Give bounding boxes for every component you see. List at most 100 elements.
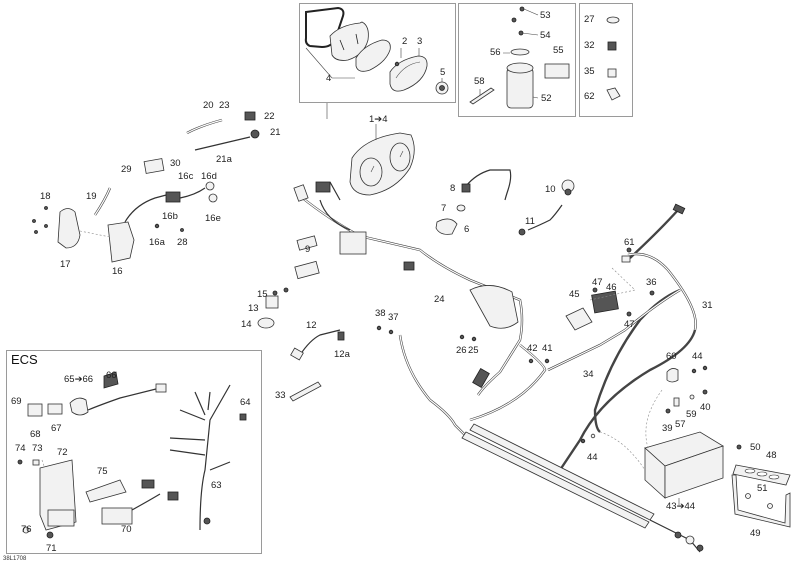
instrument-cluster [349,132,415,196]
callout-19[interactable]: 19 [86,191,97,202]
callout-61[interactable]: 61 [624,237,635,248]
callout-22[interactable]: 22 [264,111,275,122]
callout-47b[interactable]: 47 [624,319,635,330]
callout-44b[interactable]: 44 [587,452,598,463]
callout-68[interactable]: 68 [30,429,41,440]
callout-14[interactable]: 14 [241,319,252,330]
callout-57[interactable]: 57 [675,419,686,430]
callout-29[interactable]: 29 [121,164,132,175]
callout-21[interactable]: 21 [270,127,281,138]
callout-12a[interactable]: 12a [334,349,350,360]
callout-16c[interactable]: 16c [178,171,194,182]
callout-52[interactable]: 52 [541,93,552,104]
callout-47a[interactable]: 47 [592,277,603,288]
callout-51[interactable]: 51 [757,483,768,494]
tether-cord [465,169,512,201]
callout-58[interactable]: 58 [474,76,485,87]
callout-16[interactable]: 16 [112,266,123,277]
fuel-filter-canister [506,48,534,109]
callout-21a[interactable]: 21a [216,154,232,165]
callout-16d[interactable]: 16d [201,171,217,182]
leader-4 [305,47,355,79]
callout-7[interactable]: 7 [441,203,447,214]
callout-75[interactable]: 75 [97,466,108,477]
callout-70[interactable]: 70 [121,524,132,535]
sensor-13 [265,295,279,309]
callout-48[interactable]: 48 [766,450,777,461]
callout-18[interactable]: 18 [40,191,51,202]
callout-24[interactable]: 24 [434,294,445,305]
callout-34[interactable]: 34 [583,369,594,380]
callout-11[interactable]: 11 [525,216,535,227]
callout-1-4[interactable]: 1➔4 [369,114,388,125]
callout-23[interactable]: 23 [219,100,230,111]
filter-cap [510,48,530,56]
callout-59[interactable]: 59 [686,409,697,420]
callout-53[interactable]: 53 [540,10,551,21]
callout-12[interactable]: 12 [306,320,317,331]
callout-69[interactable]: 69 [11,396,22,407]
callout-43-44[interactable]: 43➔44 [666,501,696,512]
callout-56[interactable]: 56 [490,47,501,58]
callout-64[interactable]: 64 [240,397,251,408]
callout-65-66[interactable]: 65➔66 [64,374,94,385]
callout-25[interactable]: 25 [468,345,479,356]
gasket-14 [257,317,275,329]
callout-20[interactable]: 20 [203,100,214,111]
callout-9[interactable]: 9 [305,244,311,255]
ecs-title: ECS [11,352,38,367]
sensor-33 [289,381,322,402]
connector-9 [294,260,320,280]
sensor-11 [527,204,563,231]
callout-55[interactable]: 55 [553,45,564,56]
callout-15[interactable]: 15 [257,289,268,300]
callout-38[interactable]: 38 [375,308,386,319]
callout-42[interactable]: 42 [527,343,538,354]
callout-16a[interactable]: 16a [149,237,165,248]
callout-54[interactable]: 54 [540,30,551,41]
ecs-parts [17,371,247,539]
callout-44a[interactable]: 44 [692,351,703,362]
callout-46[interactable]: 46 [606,282,617,293]
callout-72[interactable]: 72 [57,447,68,458]
callout-39[interactable]: 39 [662,423,673,434]
callout-33[interactable]: 33 [275,390,286,401]
callout-8[interactable]: 8 [450,183,456,194]
callout-3[interactable]: 3 [417,36,423,47]
callout-16b[interactable]: 16b [162,211,178,222]
callout-73[interactable]: 73 [32,443,43,454]
callout-13[interactable]: 13 [248,303,259,314]
callout-45[interactable]: 45 [569,289,580,300]
callout-37[interactable]: 37 [388,312,399,323]
callout-10[interactable]: 10 [545,184,556,195]
callout-31[interactable]: 31 [702,300,713,311]
callout-35[interactable]: 35 [584,66,595,77]
callout-30[interactable]: 30 [170,158,181,169]
callout-50[interactable]: 50 [750,442,761,453]
callout-60[interactable]: 60 [666,351,677,362]
callout-4[interactable]: 4 [326,73,332,84]
callout-67[interactable]: 67 [51,423,62,434]
callout-6[interactable]: 6 [464,224,470,235]
callout-16e[interactable]: 16e [205,213,221,224]
callout-49[interactable]: 49 [750,528,761,539]
callout-2[interactable]: 2 [402,36,408,47]
callout-26[interactable]: 26 [456,345,467,356]
callout-62[interactable]: 62 [584,91,595,102]
battery [644,431,724,499]
callout-63[interactable]: 63 [211,480,222,491]
callout-17[interactable]: 17 [60,259,71,270]
callout-41[interactable]: 41 [542,343,553,354]
callout-66[interactable]: 66 [106,370,117,381]
callout-27[interactable]: 27 [584,14,595,25]
callout-32[interactable]: 32 [584,40,595,51]
callout-28[interactable]: 28 [177,237,188,248]
callout-71[interactable]: 71 [46,543,57,554]
callout-76[interactable]: 76 [21,524,32,535]
callout-36[interactable]: 36 [646,277,657,288]
callout-74[interactable]: 74 [15,443,26,454]
callout-5[interactable]: 5 [440,67,446,78]
callout-40[interactable]: 40 [700,402,711,413]
